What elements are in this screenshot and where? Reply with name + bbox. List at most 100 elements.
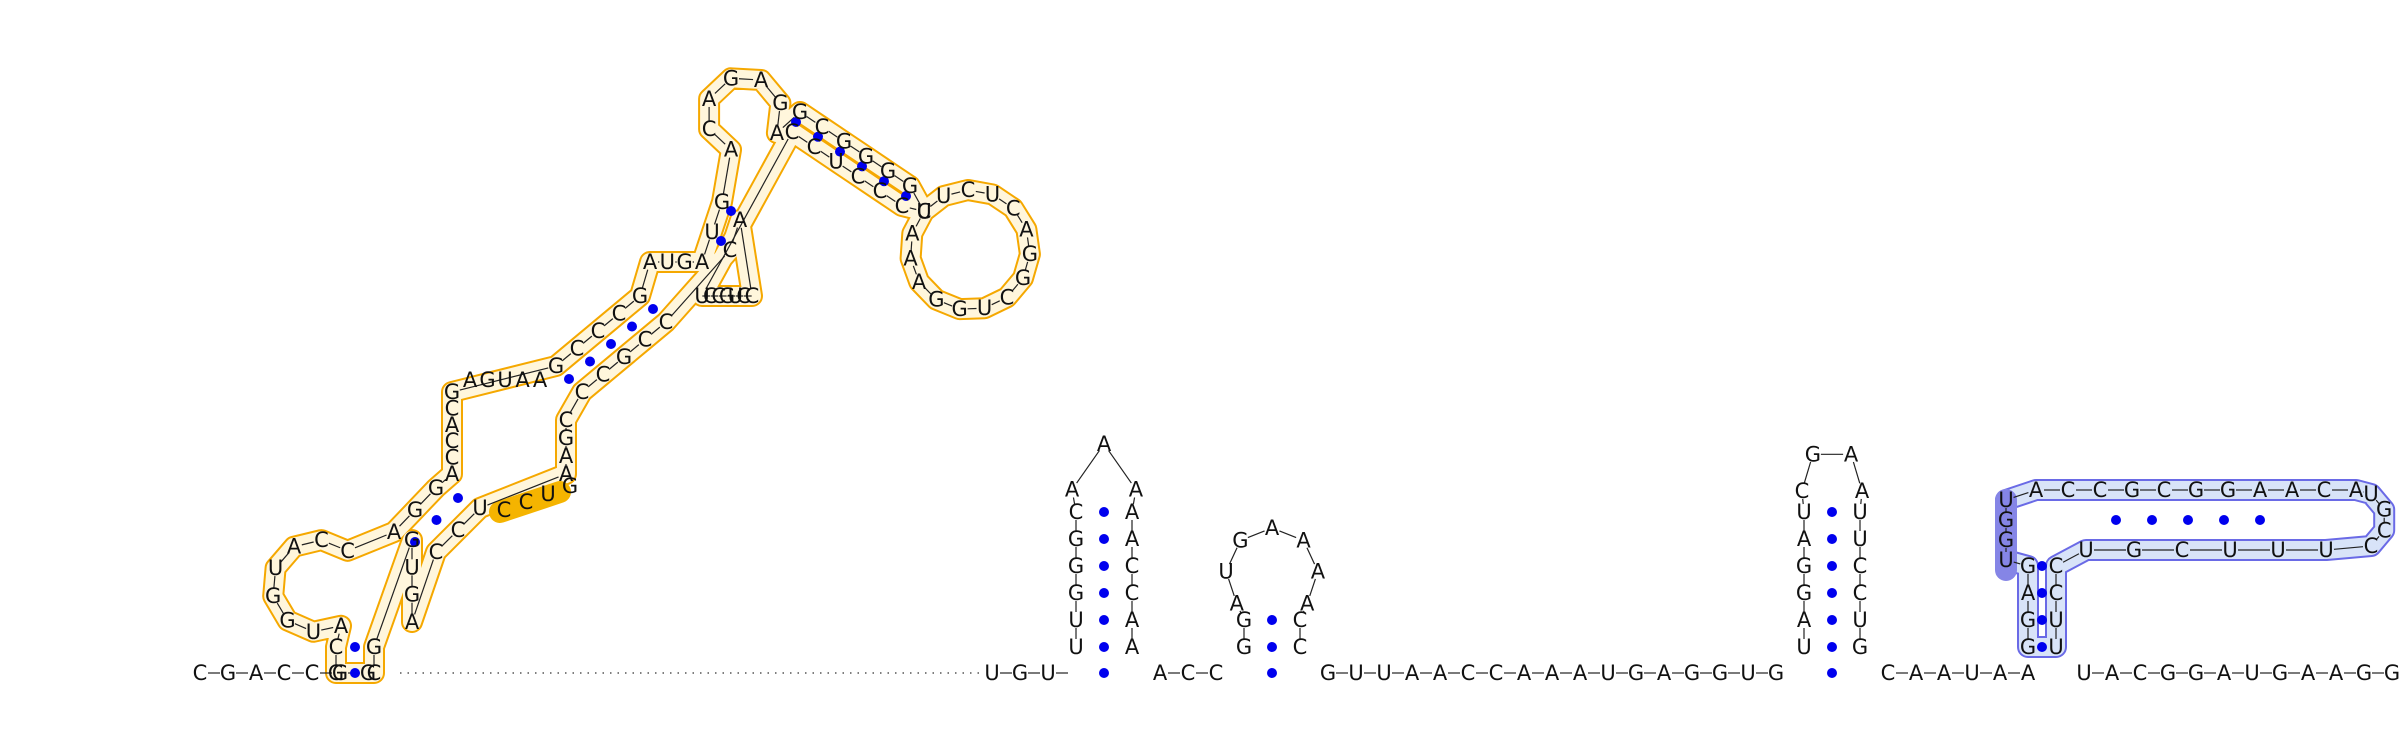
stem-nucleotide: C — [612, 302, 627, 326]
base-pair-dot — [2037, 561, 2047, 571]
loop-nucleotide: C — [703, 284, 718, 308]
hairpin-1-stem-nucleotide: A — [1125, 635, 1140, 659]
pseudoknot-nucleotide: U — [2048, 635, 2063, 659]
stem-nucleotide: G — [880, 159, 896, 183]
backbone-bond — [2013, 561, 2021, 565]
stem-nucleotide: C — [367, 661, 382, 685]
trailer-nucleotide: G — [2384, 661, 2400, 685]
pseudoknot-nucleotide: C — [2157, 478, 2172, 502]
backbone-bond — [2375, 499, 2380, 504]
stem-nucleotide: C — [807, 135, 822, 159]
loop-nucleotide: C — [711, 284, 726, 308]
base-pair-dot — [606, 339, 616, 349]
loop-nucleotide: G — [558, 426, 574, 450]
backbone-bond — [1803, 461, 1812, 484]
backbone-bond — [1302, 610, 1305, 613]
loop-nucleotide: U — [660, 250, 675, 274]
loop-nucleotide: C — [445, 429, 460, 453]
base-pair-dot — [1099, 615, 1109, 625]
base-pair-dot — [1099, 561, 1109, 571]
backbone-bond — [912, 265, 917, 275]
trailer-nucleotide: U — [2244, 661, 2259, 685]
backbone-bond — [441, 535, 453, 547]
backbone-bond — [1228, 547, 1238, 565]
backbone-bond — [1852, 461, 1861, 484]
stem-nucleotide: C — [815, 115, 830, 139]
base-pair-dot — [2037, 642, 2047, 652]
base-pair-dot — [2219, 515, 2229, 525]
base-pair-dot — [2037, 615, 2047, 625]
stem-nucleotide: C — [451, 518, 466, 542]
base-pair-dot — [813, 131, 823, 142]
trailer-nucleotide: A — [2301, 661, 2316, 685]
linker-nucleotide: A — [1545, 661, 1560, 685]
base-pair-dot — [410, 537, 420, 547]
backbone-bond — [913, 192, 921, 205]
linker-nucleotide: U — [1964, 661, 1979, 685]
backbone-bond — [1306, 547, 1316, 565]
hairpin-1-stem-nucleotide: A — [1125, 500, 1140, 524]
loop-nucleotide: G — [772, 91, 788, 115]
loop-nucleotide: C — [497, 498, 512, 522]
pseudoknot-nucleotide: G — [2376, 498, 2392, 522]
linker-nucleotide: A — [1993, 661, 2008, 685]
hairpin-3-stem-nucleotide: U — [1852, 608, 1867, 632]
linker-nucleotide: G — [1684, 661, 1700, 685]
loop-nucleotide: U — [404, 555, 419, 579]
loop-nucleotide: A — [643, 250, 658, 274]
trailer-nucleotide: C — [2133, 661, 2148, 685]
backbone-bond — [820, 150, 830, 158]
backbone-bond — [886, 195, 896, 203]
linker-nucleotide: G — [1712, 661, 1728, 685]
backbone-bond — [864, 180, 874, 188]
backbone-bond — [276, 602, 284, 614]
hairpin-1-stem-nucleotide: U — [1068, 608, 1083, 632]
backbone-bond — [301, 541, 314, 546]
hairpin-3-loop-nucleotide: G — [1805, 442, 1821, 466]
hairpin-2-stem-nucleotide: C — [1293, 608, 1308, 632]
hairpin-3-loop-nucleotide: A — [1844, 442, 1859, 466]
base-pair-dot — [1099, 534, 1109, 544]
pseudoknot-nucleotide: U — [2078, 538, 2093, 562]
loop-nucleotide: G — [1022, 242, 1038, 266]
backbone-bond — [1108, 450, 1132, 484]
linker-nucleotide: U — [1348, 661, 1363, 685]
backbone-bond — [909, 207, 917, 211]
backbone-bond — [1802, 498, 1804, 505]
backbone-bond — [850, 145, 860, 153]
stem-nucleotide: C — [785, 120, 800, 144]
backbone-bond — [603, 318, 614, 327]
leader-nucleotide: C — [277, 661, 292, 685]
trailer-nucleotide: G — [2160, 661, 2176, 685]
loop-nucleotide: A — [912, 270, 927, 294]
stem-nucleotide: C — [873, 179, 888, 203]
backbone-bond — [705, 138, 789, 290]
backbone-bond — [624, 300, 635, 309]
backbone-bond — [321, 626, 334, 631]
backbone-bond — [273, 576, 276, 589]
pseudoknot-nucleotide: A — [2021, 581, 2036, 605]
backbone-bond — [915, 218, 921, 227]
linker-nucleotide: C — [1209, 661, 1224, 685]
linker-nucleotide: A — [1909, 661, 1924, 685]
loop-nucleotide: A — [695, 250, 710, 274]
backbone-bond — [2333, 546, 2364, 550]
pseudoknot-nucleotide: C — [2049, 554, 2064, 578]
loop-nucleotide: U — [985, 182, 1000, 206]
trailer-nucleotide: U — [2076, 661, 2091, 685]
backbone-layer — [208, 78, 2385, 674]
base-pair-dot — [2037, 588, 2047, 598]
backbone-bond — [828, 130, 838, 138]
leader-nucleotide: C — [305, 661, 320, 685]
pseudoknot-nucleotide: U — [2222, 538, 2237, 562]
backbone-bond — [1132, 497, 1136, 505]
backbone-bond — [399, 515, 410, 527]
base-pair-dot — [716, 236, 726, 246]
hairpin-3-stem-nucleotide: C — [1853, 581, 1868, 605]
backbone-bond — [929, 200, 938, 207]
hairpin-2-stem-nucleotide: G — [1236, 635, 1252, 659]
loop-nucleotide: C — [702, 117, 717, 141]
loop-nucleotide: A — [405, 610, 420, 634]
hairpin-2-stem-nucleotide: G — [1236, 608, 1252, 632]
pseudoknot-nucleotide: U — [2363, 482, 2378, 506]
